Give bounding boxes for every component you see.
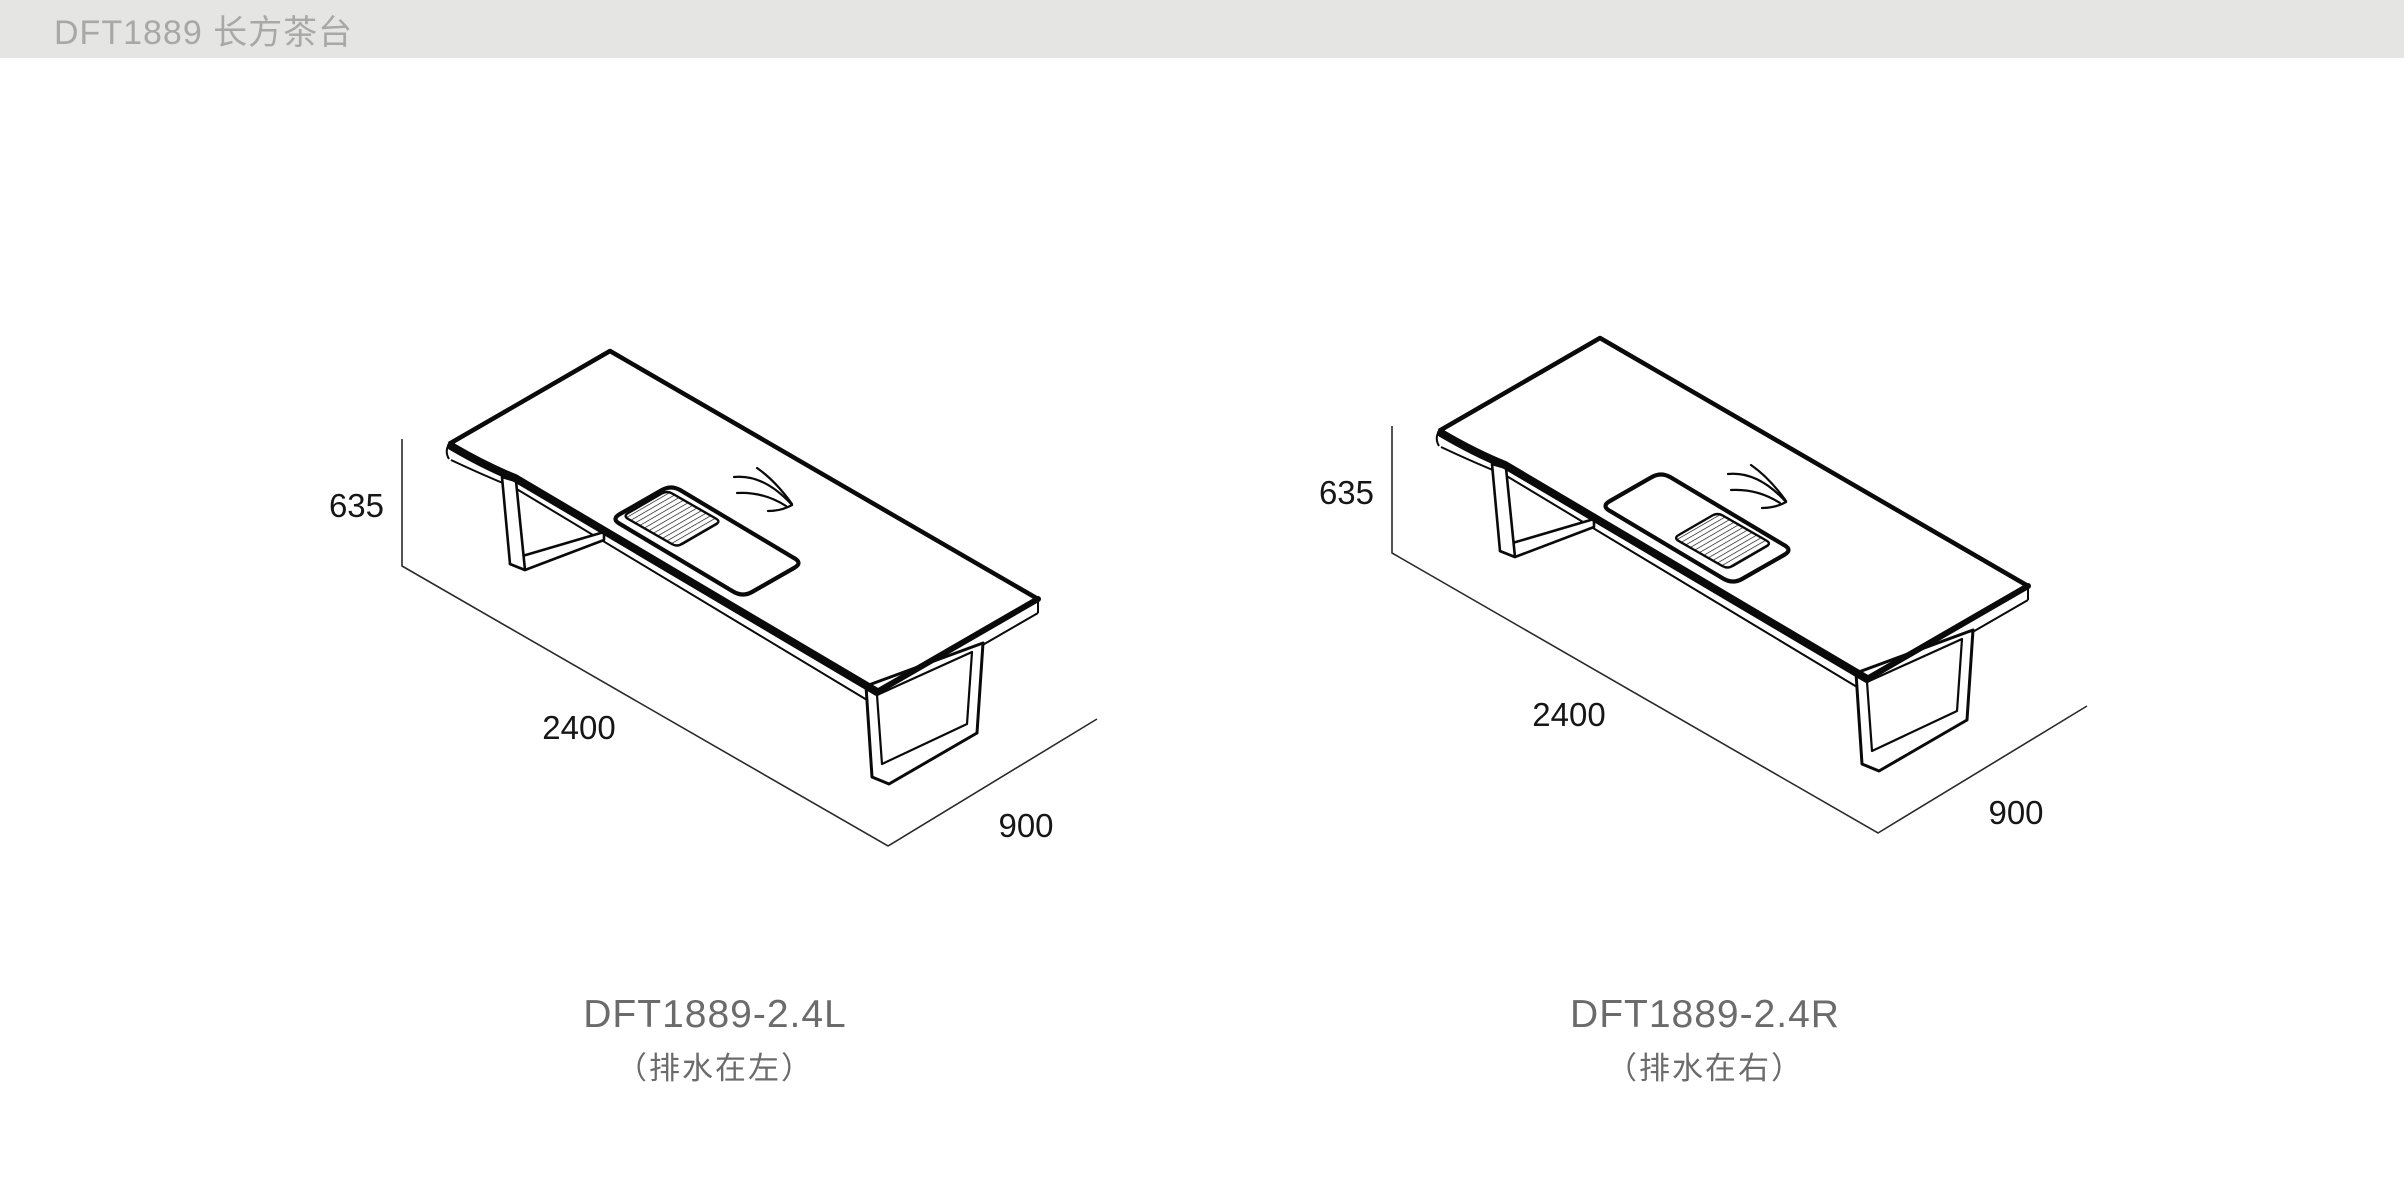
caption-right: DFT1889-2.4R （排水在右） [1310,995,2100,1084]
header-bar: DFT1889 长方茶台 [0,0,2404,58]
model-code: DFT1889-2.4R [1570,993,1840,1036]
tabletop-back-edges [1437,335,2030,588]
dim-height-label: 635 [329,487,384,524]
tabletop-face [1439,338,2028,679]
model-code: DFT1889-2.4L [583,993,847,1036]
dimension-lines [1391,426,2088,834]
drain-grill-right [1674,512,1771,569]
dim-height-label: 635 [1319,474,1374,511]
flow-arrow-icon [732,466,794,513]
dim-depth-label: 900 [998,807,1053,844]
tea-table-isometric: 635 2400 900 [1319,335,2088,834]
tea-table-isometric: 635 2400 900 [329,348,1098,847]
drain-note: （排水在右） [1606,1051,1804,1086]
tabletop-face [449,351,1038,692]
page-title: DFT1889 长方茶台 [54,13,354,52]
tabletop-right-edge [1864,583,2031,682]
tabletop-right-edge [874,596,1041,695]
tabletop-front-edge [447,442,881,696]
dim-depth-label: 900 [1988,794,2043,831]
table-drawing-right: 635 2400 900 [1319,335,2088,834]
right-leg-opening [875,650,974,766]
right-leg-opening [1865,637,1964,753]
dim-length-label: 2400 [542,709,615,746]
tabletop-back-edges [447,348,1040,601]
caption-left: DFT1889-2.4L （排水在左） [320,995,1110,1084]
table-drawing-left: 635 2400 900 [329,348,1098,847]
drain-note: （排水在左） [616,1051,814,1086]
dimension-lines [401,439,1098,847]
drain-grill-left [624,490,720,547]
tabletop-front-edge [1437,429,1871,683]
dim-length-label: 2400 [1532,696,1605,733]
flow-arrow-icon [1726,463,1788,510]
